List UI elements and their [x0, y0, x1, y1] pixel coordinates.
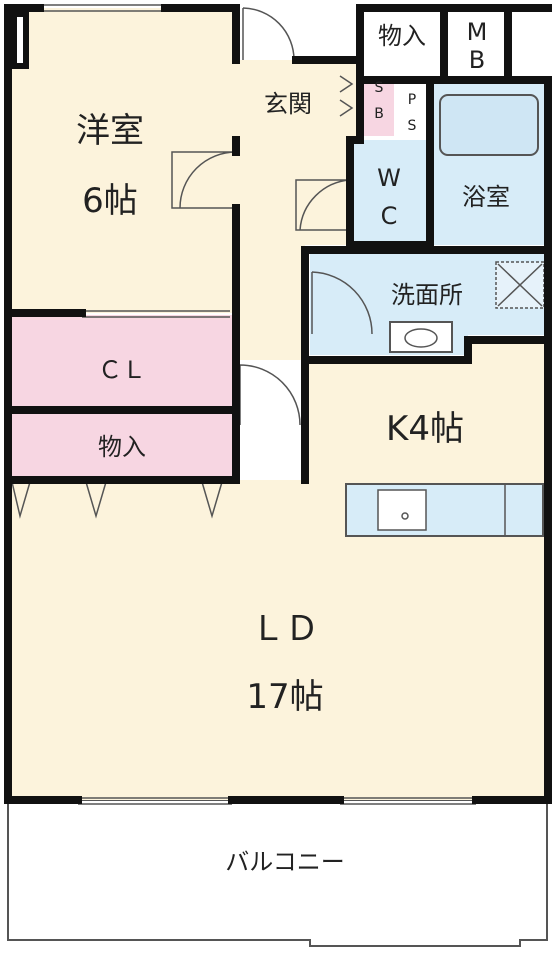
door-swings: [171, 7, 373, 426]
toilet-line1: W: [377, 164, 401, 192]
meter-box-fill: [448, 8, 506, 80]
windows: [40, 4, 476, 805]
bathtub: [439, 94, 539, 156]
pipe-space-line1: P: [408, 92, 416, 108]
living-dining-floor: [8, 60, 548, 800]
toilet-fill: [350, 140, 428, 245]
shoe-box-line1: S: [375, 80, 384, 96]
kitchen-label: K4帖: [386, 409, 464, 449]
storage-main-label: 物入: [98, 433, 146, 461]
kitchen-size: 4帖: [408, 409, 464, 449]
niche-fill: [510, 8, 548, 80]
wash-basin-bowl: [404, 328, 438, 348]
entrance-label: 玄関: [264, 90, 312, 118]
top-left-pillar: [11, 11, 29, 69]
shoe-box-line2: B: [374, 106, 384, 122]
washer-pan-cross: [497, 263, 543, 307]
closet-label: ＣＬ: [98, 356, 146, 384]
living-dining-name: ＬＤ: [251, 609, 319, 649]
kitchen-drain: [401, 512, 409, 520]
storage-doors: [11, 481, 223, 519]
washroom-fill: [310, 252, 548, 355]
toilet-line2: C: [381, 202, 398, 230]
living-dining-size: 17帖: [246, 677, 323, 717]
meter-box-line2: B: [469, 46, 485, 74]
storage-main-fill: [8, 412, 236, 478]
balcony-label: バルコニー: [225, 848, 345, 876]
wash-basin: [389, 321, 453, 353]
balcony-area: [7, 799, 548, 947]
storage-top-label: 物入: [378, 22, 426, 50]
western-room-name: 洋室: [76, 111, 144, 151]
western-room-floor: [8, 8, 236, 313]
washroom-label: 洗面所: [391, 281, 463, 309]
kitchen-counter: [345, 483, 544, 537]
closet-fill: [8, 315, 236, 407]
bath-label: 浴室: [462, 183, 510, 211]
storage-top-fill: [360, 8, 442, 80]
kitchen-name: K: [386, 409, 410, 449]
kitchen-sink: [377, 489, 427, 531]
pipe-space-line2: S: [408, 118, 417, 134]
western-room-size: 6帖: [82, 181, 138, 221]
meter-box-line1: M: [467, 18, 488, 46]
walls: [4, 4, 552, 804]
